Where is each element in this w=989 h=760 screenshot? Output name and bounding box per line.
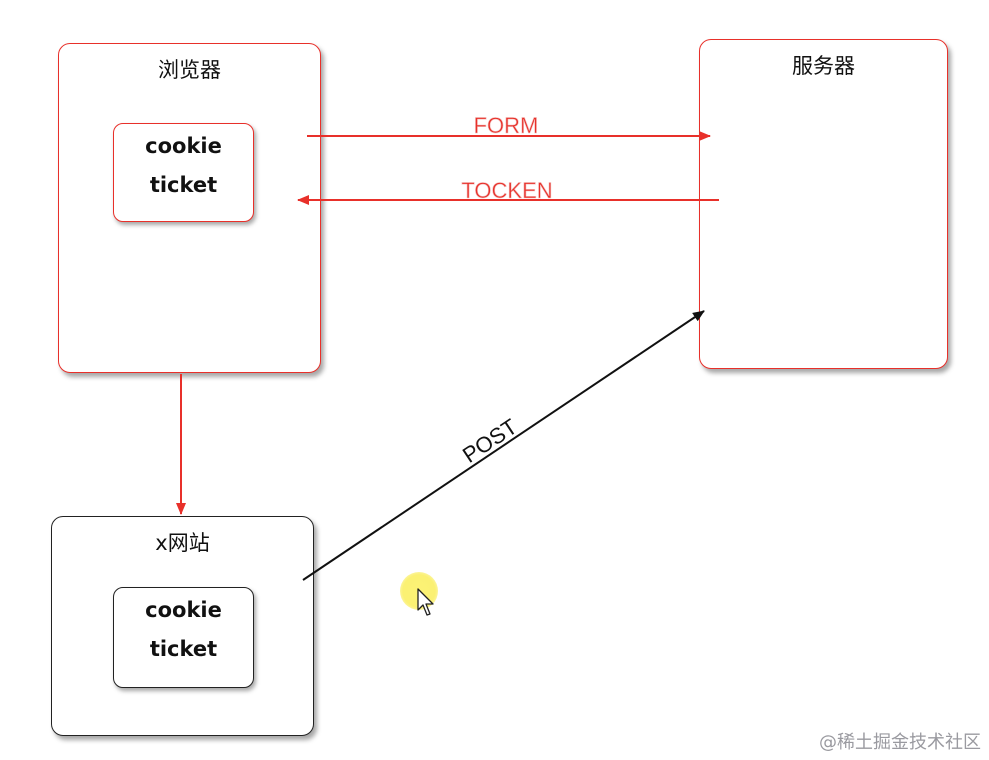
x-site-box: x网站 cookie ticket bbox=[51, 516, 314, 736]
browser-box: 浏览器 cookie ticket bbox=[58, 43, 321, 373]
token-arrow-label: TOCKEN bbox=[461, 178, 552, 203]
x-site-cookie-label: cookie bbox=[145, 598, 222, 622]
post-arrow bbox=[302, 310, 705, 581]
browser-cookie-box: cookie ticket bbox=[113, 123, 254, 222]
form-arrow-label: FORM bbox=[474, 113, 539, 138]
server-title: 服务器 bbox=[792, 54, 855, 78]
x-site-cookie-box: cookie ticket bbox=[113, 587, 254, 688]
mouse-pointer-icon bbox=[417, 588, 434, 616]
x-site-title: x网站 bbox=[155, 531, 210, 555]
browser-cookie-label: cookie bbox=[145, 134, 222, 158]
x-site-ticket-label: ticket bbox=[149, 637, 218, 661]
server-box: 服务器 bbox=[699, 39, 948, 369]
browser-title: 浏览器 bbox=[158, 58, 221, 82]
watermark: @稀土掘金技术社区 bbox=[819, 732, 981, 753]
post-arrow-label: POST bbox=[458, 414, 522, 468]
browser-ticket-label: ticket bbox=[149, 173, 218, 197]
